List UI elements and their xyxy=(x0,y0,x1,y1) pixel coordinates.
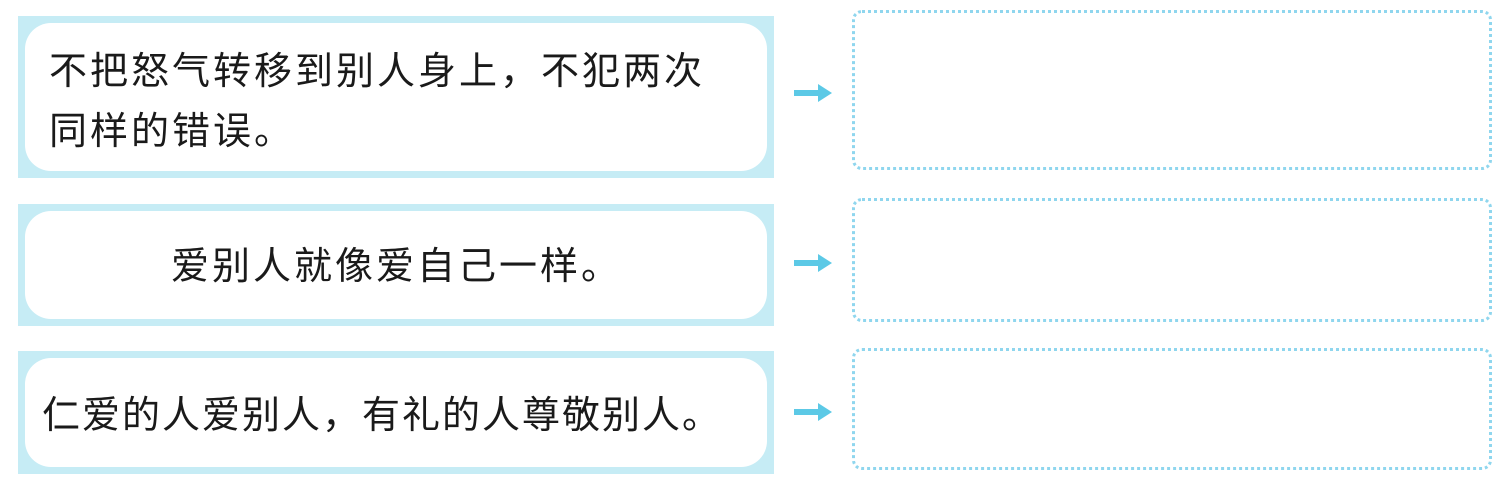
quote-text-1: 不把怒气转移到别人身上，不犯两次 同样的错误。 xyxy=(49,49,706,153)
quote-card-inner: 仁爱的人爱别人，有礼的人尊敬别人。 xyxy=(25,358,767,467)
answer-box-1[interactable] xyxy=(852,10,1492,170)
answer-box-3[interactable] xyxy=(852,348,1492,470)
quote-card-3: 仁爱的人爱别人，有礼的人尊敬别人。 xyxy=(18,351,774,474)
quote-text-3: 仁爱的人爱别人，有礼的人尊敬别人。 xyxy=(42,393,723,437)
arrow-right-icon xyxy=(794,84,832,102)
quote-card-2: 爱别人就像爱自己一样。 xyxy=(18,204,774,326)
arrow-right-icon xyxy=(794,254,832,272)
quote-card-inner: 爱别人就像爱自己一样。 xyxy=(25,211,767,319)
quote-text-2: 爱别人就像爱自己一样。 xyxy=(171,244,623,288)
answer-box-2[interactable] xyxy=(852,198,1492,322)
arrow-right-icon xyxy=(794,403,832,421)
quote-card-inner: 不把怒气转移到别人身上，不犯两次 同样的错误。 xyxy=(25,23,767,171)
quote-card-1: 不把怒气转移到别人身上，不犯两次 同样的错误。 xyxy=(18,16,774,178)
